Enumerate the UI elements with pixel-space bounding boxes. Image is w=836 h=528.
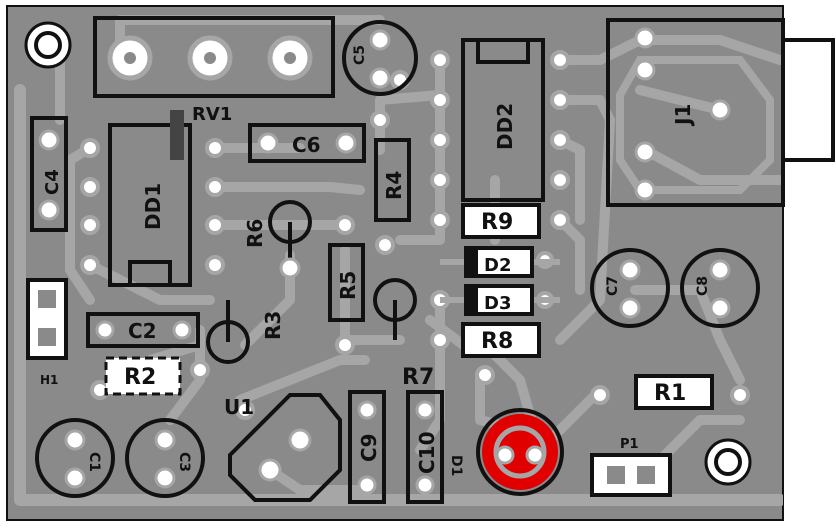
r8-component: R8 [461, 322, 541, 358]
via [335, 215, 355, 235]
via [430, 210, 450, 230]
c5-component: C5 [342, 20, 418, 96]
via [80, 138, 100, 158]
via [80, 215, 100, 235]
r5-label: R5 [336, 271, 360, 300]
c4-label: C4 [42, 169, 63, 195]
via [430, 330, 450, 350]
d3-component: D3 [440, 284, 560, 316]
via [730, 385, 750, 405]
via [80, 177, 100, 197]
c7-component: C7 [590, 248, 670, 328]
via [190, 360, 210, 380]
via [430, 90, 450, 110]
p1-component: P1 [590, 437, 672, 497]
via [550, 210, 570, 230]
c5-label: C5 [352, 45, 368, 65]
d2-label: D2 [484, 255, 511, 276]
c3-label: C3 [176, 452, 192, 472]
r2-component: R2 [104, 356, 182, 396]
r4-component: R4 [374, 138, 411, 222]
mounting-holes [24, 21, 752, 486]
rv1-component: RV1 [93, 16, 335, 125]
c2-component: C2 [86, 312, 200, 348]
mounting-hole [34, 31, 62, 59]
led-component: D1 [448, 408, 564, 496]
dd1-component: DD1 [108, 110, 192, 287]
c2-label: C2 [128, 319, 157, 343]
r9-label: R9 [481, 210, 513, 235]
dd2-label: DD2 [493, 103, 517, 150]
rv1-label: RV1 [192, 104, 232, 125]
via [430, 130, 450, 150]
via [375, 235, 395, 255]
via [550, 90, 570, 110]
c6-label: C6 [292, 133, 321, 157]
transistor-component [373, 278, 417, 340]
c4-component: C4 [30, 116, 68, 232]
r6-label: R6 [243, 219, 267, 248]
via [205, 255, 225, 275]
dd2-component: DD2 [461, 38, 545, 202]
r1-component: R1 [634, 374, 714, 410]
c1-component: C1 [35, 418, 115, 498]
r2-label: R2 [124, 365, 156, 390]
r7-label: R7 [402, 365, 434, 390]
c8-label: C8 [695, 276, 711, 296]
c10-label: C10 [415, 431, 439, 474]
r9-component: R9 [461, 203, 541, 239]
jack-tab [781, 38, 835, 162]
via [205, 177, 225, 197]
r1-label: R1 [654, 381, 686, 406]
dd1-label: DD1 [141, 183, 165, 230]
via [80, 255, 100, 275]
c8-component: C8 [680, 248, 760, 328]
j1-label: J1 [671, 104, 695, 127]
via [370, 110, 390, 130]
r4-label: R4 [382, 171, 406, 200]
d3-label: D3 [484, 293, 511, 314]
r8-label: R8 [481, 329, 513, 354]
r6-component: R6 [243, 200, 312, 279]
j1-component: J1 [606, 18, 785, 207]
via [590, 385, 610, 405]
c1-label: C1 [86, 452, 102, 472]
c6-component: C6 [248, 123, 366, 163]
mounting-hole [714, 448, 742, 476]
p1-label: P1 [620, 437, 639, 452]
via [550, 130, 570, 150]
r3-label: R3 [261, 311, 285, 340]
via [235, 400, 255, 420]
via [335, 335, 355, 355]
r3-component: R3 [206, 300, 285, 364]
c7-label: C7 [605, 276, 621, 296]
c9-component: C9 [348, 390, 386, 504]
via [550, 50, 570, 70]
via [430, 50, 450, 70]
h1-component: H1 [26, 278, 68, 387]
d2-component: D2 [440, 246, 560, 278]
via [550, 170, 570, 190]
c3-component: C3 [125, 418, 205, 498]
u1-component: U1 [224, 393, 342, 502]
u1-label: U1 [224, 395, 254, 419]
led-label: D1 [448, 455, 464, 476]
via [205, 215, 225, 235]
r5-component: R5 [328, 243, 365, 322]
via [475, 365, 495, 385]
via [205, 138, 225, 158]
c9-label: C9 [357, 433, 381, 462]
c10-component: C10 [406, 390, 444, 504]
via [430, 170, 450, 190]
h1-label: H1 [40, 373, 58, 387]
